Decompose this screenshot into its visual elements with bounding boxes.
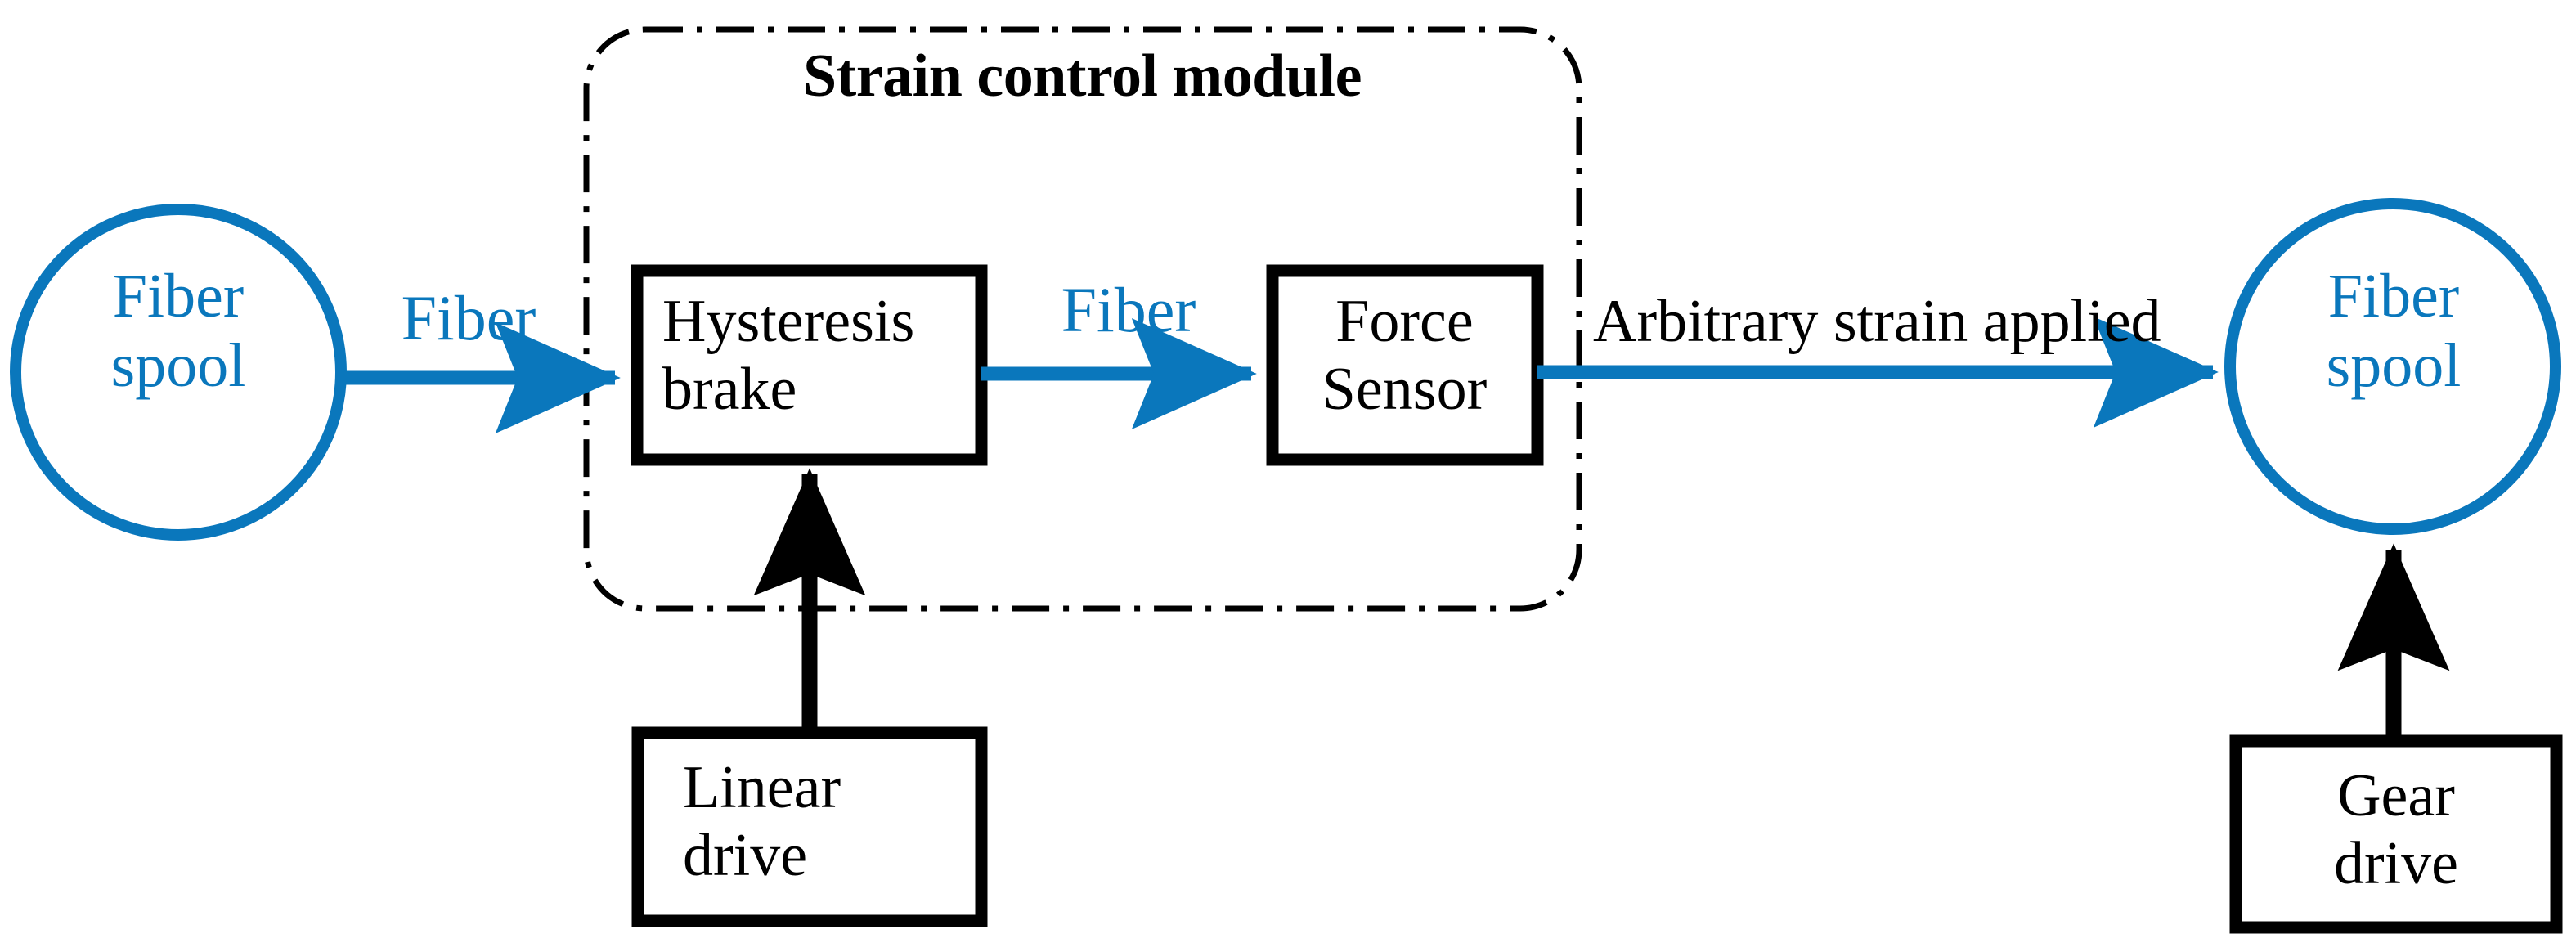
- edge-label-arbitrary-strain-applied: Arbitrary strain applied: [1593, 288, 2161, 355]
- fiber-spool-left-label: Fiber spool: [110, 262, 246, 401]
- hysteresis-brake-box: [631, 264, 988, 466]
- edge-label-fiber-2: Fiber: [1061, 274, 1196, 345]
- gear-drive-label: Gear drive: [2333, 762, 2459, 897]
- gear-drive-box: [2229, 734, 2563, 934]
- fiber-spool-right-label: Fiber spool: [2326, 262, 2462, 401]
- hysteresis-brake-label: Hysteresis brake: [662, 288, 915, 423]
- fiber-spool-right-circle: [2224, 198, 2561, 535]
- edge-label-fiber-1: Fiber: [401, 282, 536, 353]
- strain-control-module-group-border: [583, 26, 1582, 612]
- linear-drive-label: Linear drive: [683, 754, 841, 889]
- strain-control-module-title: Strain control module: [803, 43, 1362, 110]
- linear-drive-box: [631, 726, 988, 927]
- force-sensor-label: Force Sensor: [1322, 288, 1488, 423]
